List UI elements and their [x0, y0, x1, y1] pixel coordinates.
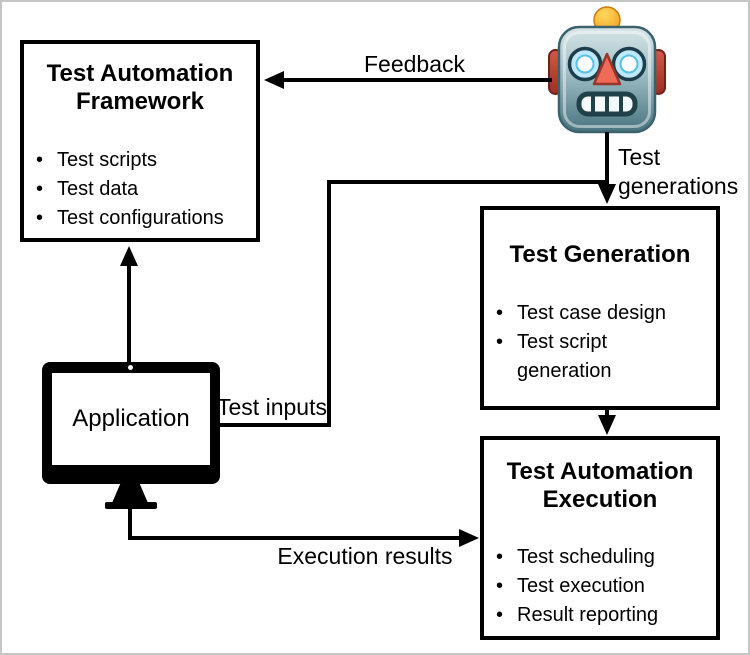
- monitor-screen: Application: [52, 373, 210, 465]
- feedback-arrowhead: [264, 71, 284, 89]
- test-inputs-label: Test inputs: [217, 394, 327, 420]
- test-inputs-line-horizontal-upper: [327, 180, 609, 184]
- execution-box: Test Automation Execution Test schedulin…: [480, 436, 720, 640]
- monitor-stand-base: [105, 502, 157, 509]
- execution-box-title: Test Automation Execution: [506, 458, 694, 513]
- execution-results-line-vertical: [128, 507, 132, 540]
- bullet-item: Test script generation: [484, 328, 716, 386]
- bullet-item: Test scheduling: [484, 543, 716, 572]
- application-to-framework-arrow-line: [127, 262, 131, 362]
- execution-results-label: Execution results: [277, 543, 453, 569]
- monitor-camera-dot: [128, 365, 133, 370]
- test-inputs-line-vertical: [327, 180, 331, 427]
- bullet-item: Test configurations: [24, 204, 256, 233]
- robot-to-generation-arrowhead: [598, 184, 616, 204]
- framework-box-title: Test Automation Framework: [46, 60, 234, 115]
- application-label: Application: [72, 405, 190, 432]
- robot-face-icon: [548, 6, 666, 134]
- execution-results-line-horizontal: [128, 536, 462, 540]
- test-generations-label: Test generations: [618, 144, 739, 199]
- generation-to-execution-arrowhead: [598, 415, 616, 435]
- application-to-framework-arrowhead: [120, 246, 138, 266]
- bullet-item: Test case design: [484, 299, 716, 328]
- framework-bullet-list: Test scripts Test data Test configuratio…: [24, 146, 256, 233]
- bullet-item: Test data: [24, 175, 256, 204]
- generation-to-execution-arrow-line: [605, 408, 609, 420]
- generation-bullet-list: Test case design Test script generation: [484, 299, 716, 386]
- monitor-stand-neck: [112, 483, 148, 503]
- robot-to-generation-arrow-line: [605, 132, 609, 190]
- feedback-label: Feedback: [363, 51, 465, 77]
- generation-box-title: Test Generation: [509, 241, 691, 268]
- bullet-item: Test scripts: [24, 146, 256, 175]
- feedback-arrow-line: [278, 78, 552, 82]
- framework-box: Test Automation Framework Test scripts T…: [20, 40, 260, 242]
- generation-box: Test Generation Test case design Test sc…: [480, 206, 720, 410]
- execution-results-arrowhead: [459, 529, 479, 547]
- bullet-item: Result reporting: [484, 601, 716, 630]
- test-inputs-line-horizontal-lower: [220, 423, 331, 427]
- bullet-item: Test execution: [484, 572, 716, 601]
- execution-bullet-list: Test scheduling Test execution Result re…: [484, 543, 716, 630]
